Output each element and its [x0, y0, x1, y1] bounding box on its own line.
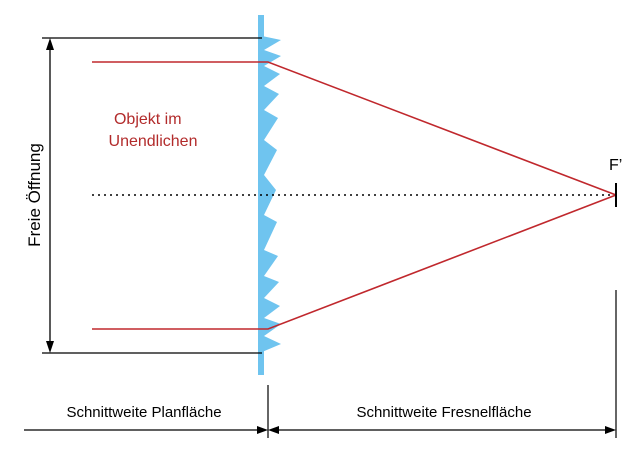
ray-bottom: [92, 194, 617, 330]
ray-top: [92, 61, 617, 196]
plano-arrow-right: [257, 426, 268, 434]
fresnel-arrow-right: [605, 426, 616, 434]
object-label: Objekt im Unendlichen: [109, 111, 198, 150]
fresnel-label: Schnittweite Fresnelfläche: [356, 404, 531, 421]
object-label-line-2: Unendlichen: [109, 133, 198, 150]
aperture-label: Freie Öffnung: [25, 143, 44, 247]
fresnel-facets: [262, 36, 281, 352]
object-label-line-1: Objekt im: [114, 111, 182, 128]
plano-label: Schnittweite Planfläche: [66, 404, 221, 421]
focal-point-label: F’: [609, 157, 622, 174]
aperture-arrow-top: [46, 38, 54, 50]
aperture-arrow-bottom: [46, 341, 54, 353]
fresnel-arrow-left: [268, 426, 279, 434]
